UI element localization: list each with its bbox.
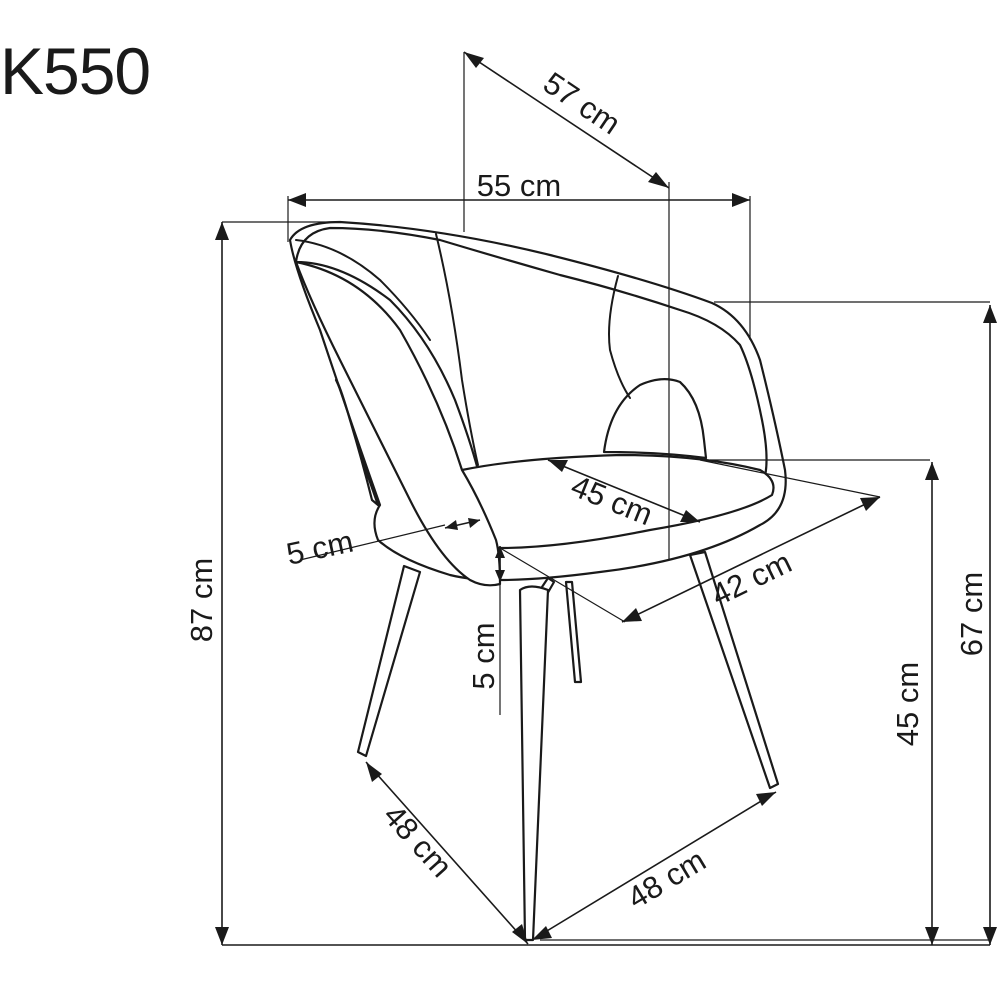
back-leg-right (564, 580, 583, 684)
label-leg-span-left: 48 cm (377, 798, 459, 884)
dimension-lines (215, 51, 997, 946)
label-armrest-height: 67 cm (954, 572, 989, 656)
side-cutout (334, 378, 380, 507)
label-seat-height: 45 cm (890, 662, 925, 746)
seam-top-left (295, 239, 431, 341)
chair-illustration (288, 220, 787, 942)
model-title: K550 (0, 34, 151, 108)
label-wall-thickness: 5 cm (283, 524, 356, 572)
label-seat-thickness: 5 cm (466, 622, 501, 689)
label-width: 55 cm (477, 168, 561, 203)
front-leg-left (356, 564, 422, 758)
dimension-labels: 57 cm 55 cm 87 cm 67 cm 45 cm 45 cm 42 c… (184, 65, 989, 916)
seam-back-center (435, 233, 479, 466)
label-seat-width: 42 cm (706, 544, 797, 612)
label-leg-span-right: 48 cm (621, 842, 711, 915)
seam-back-right (608, 275, 631, 399)
front-leg-center (518, 585, 550, 942)
front-leg-right (688, 550, 780, 790)
label-height-total: 87 cm (184, 558, 219, 642)
